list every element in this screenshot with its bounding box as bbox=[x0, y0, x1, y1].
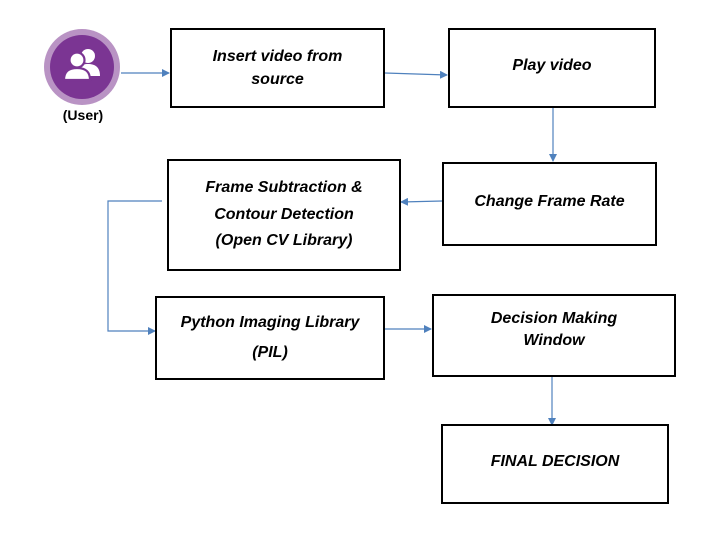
node-change-frame-rate-line1: Change Frame Rate bbox=[474, 193, 625, 210]
arrow-frame-to-pil bbox=[107, 200, 162, 335]
user-label: (User) bbox=[62, 107, 104, 123]
node-decision-window: Decision Making Window bbox=[432, 294, 676, 377]
node-frame-subtraction: Frame Subtraction & Contour Detection (O… bbox=[167, 159, 401, 271]
node-play-video-line1: Play video bbox=[512, 57, 592, 74]
arrow-insert-to-play bbox=[384, 70, 448, 79]
node-insert-video-line2: source bbox=[251, 71, 304, 88]
node-final-decision: FINAL DECISION bbox=[441, 424, 669, 504]
node-decision-window-line2: Window bbox=[523, 332, 585, 350]
node-python-imaging-line1: Python Imaging Library bbox=[180, 313, 360, 331]
arrow-change-to-frame bbox=[400, 197, 443, 206]
node-decision-window-line1: Decision Making bbox=[490, 310, 618, 327]
node-final-decision-line1: FINAL DECISION bbox=[490, 453, 620, 470]
node-frame-subtraction-line1: Frame Subtraction & bbox=[205, 179, 363, 197]
node-insert-video: Insert video from source bbox=[170, 28, 385, 108]
users-icon bbox=[62, 49, 100, 82]
node-play-video: Play video bbox=[448, 28, 656, 108]
node-frame-subtraction-line3: (Open CV Library) bbox=[215, 232, 353, 250]
node-frame-subtraction-line2: Contour Detection bbox=[214, 205, 354, 223]
node-insert-video-line1: Insert video from bbox=[212, 47, 343, 65]
node-change-frame-rate: Change Frame Rate bbox=[442, 162, 657, 246]
node-python-imaging-line2: (PIL) bbox=[252, 344, 288, 361]
node-python-imaging: Python Imaging Library (PIL) bbox=[155, 296, 385, 380]
